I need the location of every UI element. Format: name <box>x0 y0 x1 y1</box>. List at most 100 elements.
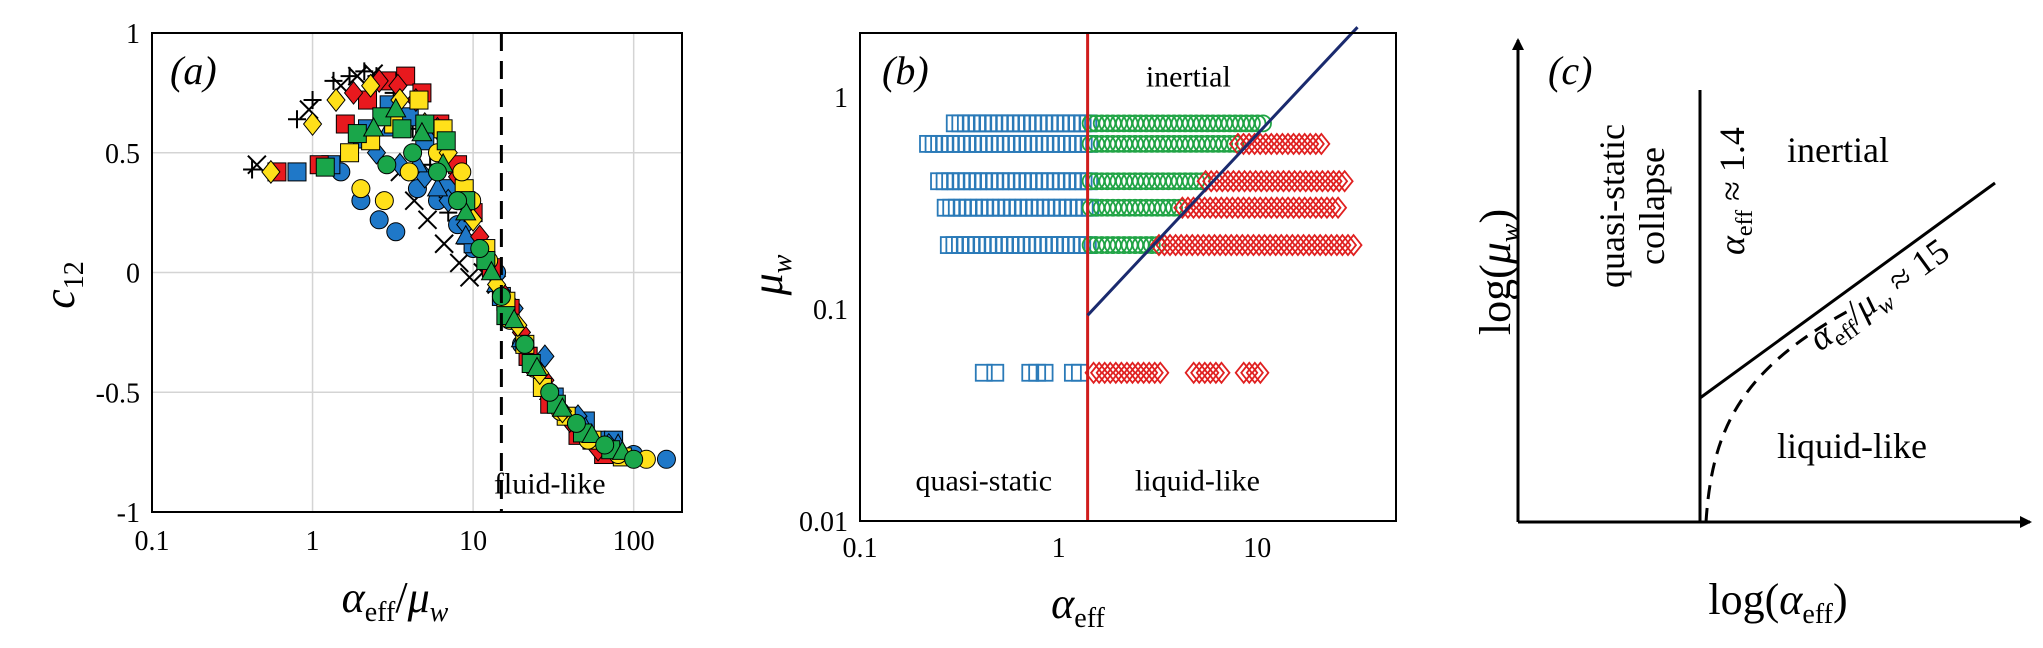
panel-b-point <box>1205 233 1224 257</box>
panel-b-y-ticks: 0.010.11 <box>799 83 848 538</box>
panel-c-boundary-slope <box>1699 181 1996 400</box>
panel-b-point <box>1306 132 1325 156</box>
panel-b-point <box>1254 114 1272 133</box>
panel-b-point <box>919 134 937 153</box>
panel-b-point <box>1188 233 1207 257</box>
panel-b-point <box>1030 134 1049 153</box>
panel-a-point <box>411 121 433 142</box>
panel-a-point <box>362 116 385 137</box>
panel-a-y-tick-label: 0 <box>126 259 140 290</box>
panel-b-point <box>964 198 983 217</box>
panel-b-point <box>974 363 993 382</box>
panel-b-point <box>1266 233 1285 257</box>
panel-b-point <box>1234 361 1253 385</box>
panel-b-point <box>946 134 965 153</box>
panel-a-point <box>515 334 535 354</box>
panel-b-point <box>1272 233 1291 257</box>
panel-b-point <box>945 236 964 254</box>
panel-b-y-tick-label: 1 <box>834 83 848 114</box>
panel-b-point <box>941 134 960 153</box>
panel-b-point <box>1277 233 1296 257</box>
panel-b-point <box>1267 132 1287 156</box>
panel-b-point <box>1302 169 1321 193</box>
panel-a-point <box>540 382 560 402</box>
panel-b-point <box>1036 198 1055 217</box>
panel-b-point <box>1042 198 1061 217</box>
panel-a-point <box>436 131 456 151</box>
panel-b-point <box>1289 132 1309 156</box>
panel-b-point <box>1305 233 1324 257</box>
panel-a-point <box>417 210 438 230</box>
panel-b-point <box>984 236 1003 254</box>
panel-b-point <box>959 198 977 217</box>
panel-a-x-tick-label: 1 <box>306 526 320 557</box>
panel-b-point <box>1052 134 1071 153</box>
panel-b-point <box>952 172 971 191</box>
panel-b-point <box>1260 233 1280 257</box>
panel-b-point <box>1244 233 1263 257</box>
panel-a-point <box>377 155 397 175</box>
panel-b-point <box>1177 233 1196 257</box>
panel-b-point <box>1030 172 1049 191</box>
panel-b-point <box>1007 114 1025 133</box>
panel-b-point <box>942 198 961 217</box>
panel-b-point <box>1023 236 1042 254</box>
panel-b-point <box>962 236 980 254</box>
panel-b-point <box>996 172 1015 191</box>
panel-b-point <box>1246 169 1265 193</box>
panel-b-point <box>1238 233 1258 257</box>
panel-b-point <box>969 134 987 153</box>
panel-b-point <box>1256 196 1275 220</box>
panel-b-point <box>1284 196 1303 220</box>
panel-b-point <box>1223 196 1242 220</box>
panel-b-point <box>1252 169 1271 193</box>
panel-a-point <box>399 162 419 182</box>
panel-b-point <box>1002 172 1021 191</box>
panel-b-point <box>978 236 997 254</box>
panel-c-boundary-dashed-curve <box>1704 308 1851 523</box>
panel-b-point <box>1288 233 1308 257</box>
panel-c-region-inertial: inertial <box>1787 130 1889 170</box>
panel-b-point <box>1240 361 1259 385</box>
panel-b-point <box>1106 361 1125 385</box>
panel-c-boundary-label-slope: αeff/μw ≈ 15 <box>1801 230 1960 363</box>
panel-b-point <box>1284 132 1303 156</box>
panel-b-point <box>1056 236 1075 254</box>
panel-b-point <box>1014 198 1033 217</box>
panel-a-point <box>261 159 281 184</box>
panel-b-point <box>1294 233 1313 257</box>
panel-b-point <box>1117 361 1137 385</box>
panel-b-point <box>1328 196 1348 220</box>
panel-a-point <box>287 110 306 129</box>
panel-b-point <box>1255 233 1274 257</box>
panel-a-point <box>409 90 429 110</box>
panel-b-point <box>1301 132 1320 156</box>
panel-b-point <box>1058 172 1076 191</box>
panel-b-point <box>1199 233 1219 257</box>
panel-b-point <box>1273 132 1292 156</box>
panel-b-point <box>1212 361 1231 385</box>
panel-b-point <box>1306 196 1325 220</box>
panel-b-point <box>1257 169 1276 193</box>
panel-b-point <box>1201 361 1220 385</box>
panel-b-point <box>963 172 982 191</box>
panel-b-point <box>956 236 975 254</box>
panel-b-point <box>953 198 972 217</box>
panel-b-point <box>1031 198 1050 217</box>
panel-b-point <box>1296 169 1315 193</box>
panel-c-region-liquid-like: liquid-like <box>1777 426 1927 466</box>
panel-b-point <box>973 114 992 133</box>
panel-b-point <box>1045 114 1064 133</box>
panel-b-point <box>1224 169 1243 193</box>
panel-b-point <box>1327 233 1347 257</box>
panel-b-point <box>1029 114 1048 133</box>
panel-b-boundary-diagonal <box>1086 26 1359 317</box>
panel-b-point <box>1195 196 1214 220</box>
panel-b-point <box>1057 114 1075 133</box>
panel-b-point <box>1251 196 1270 220</box>
panel-a-points <box>243 62 676 469</box>
panel-b-point <box>1002 134 1021 153</box>
panel-b-point <box>992 198 1011 217</box>
panel-a-point <box>455 224 477 245</box>
